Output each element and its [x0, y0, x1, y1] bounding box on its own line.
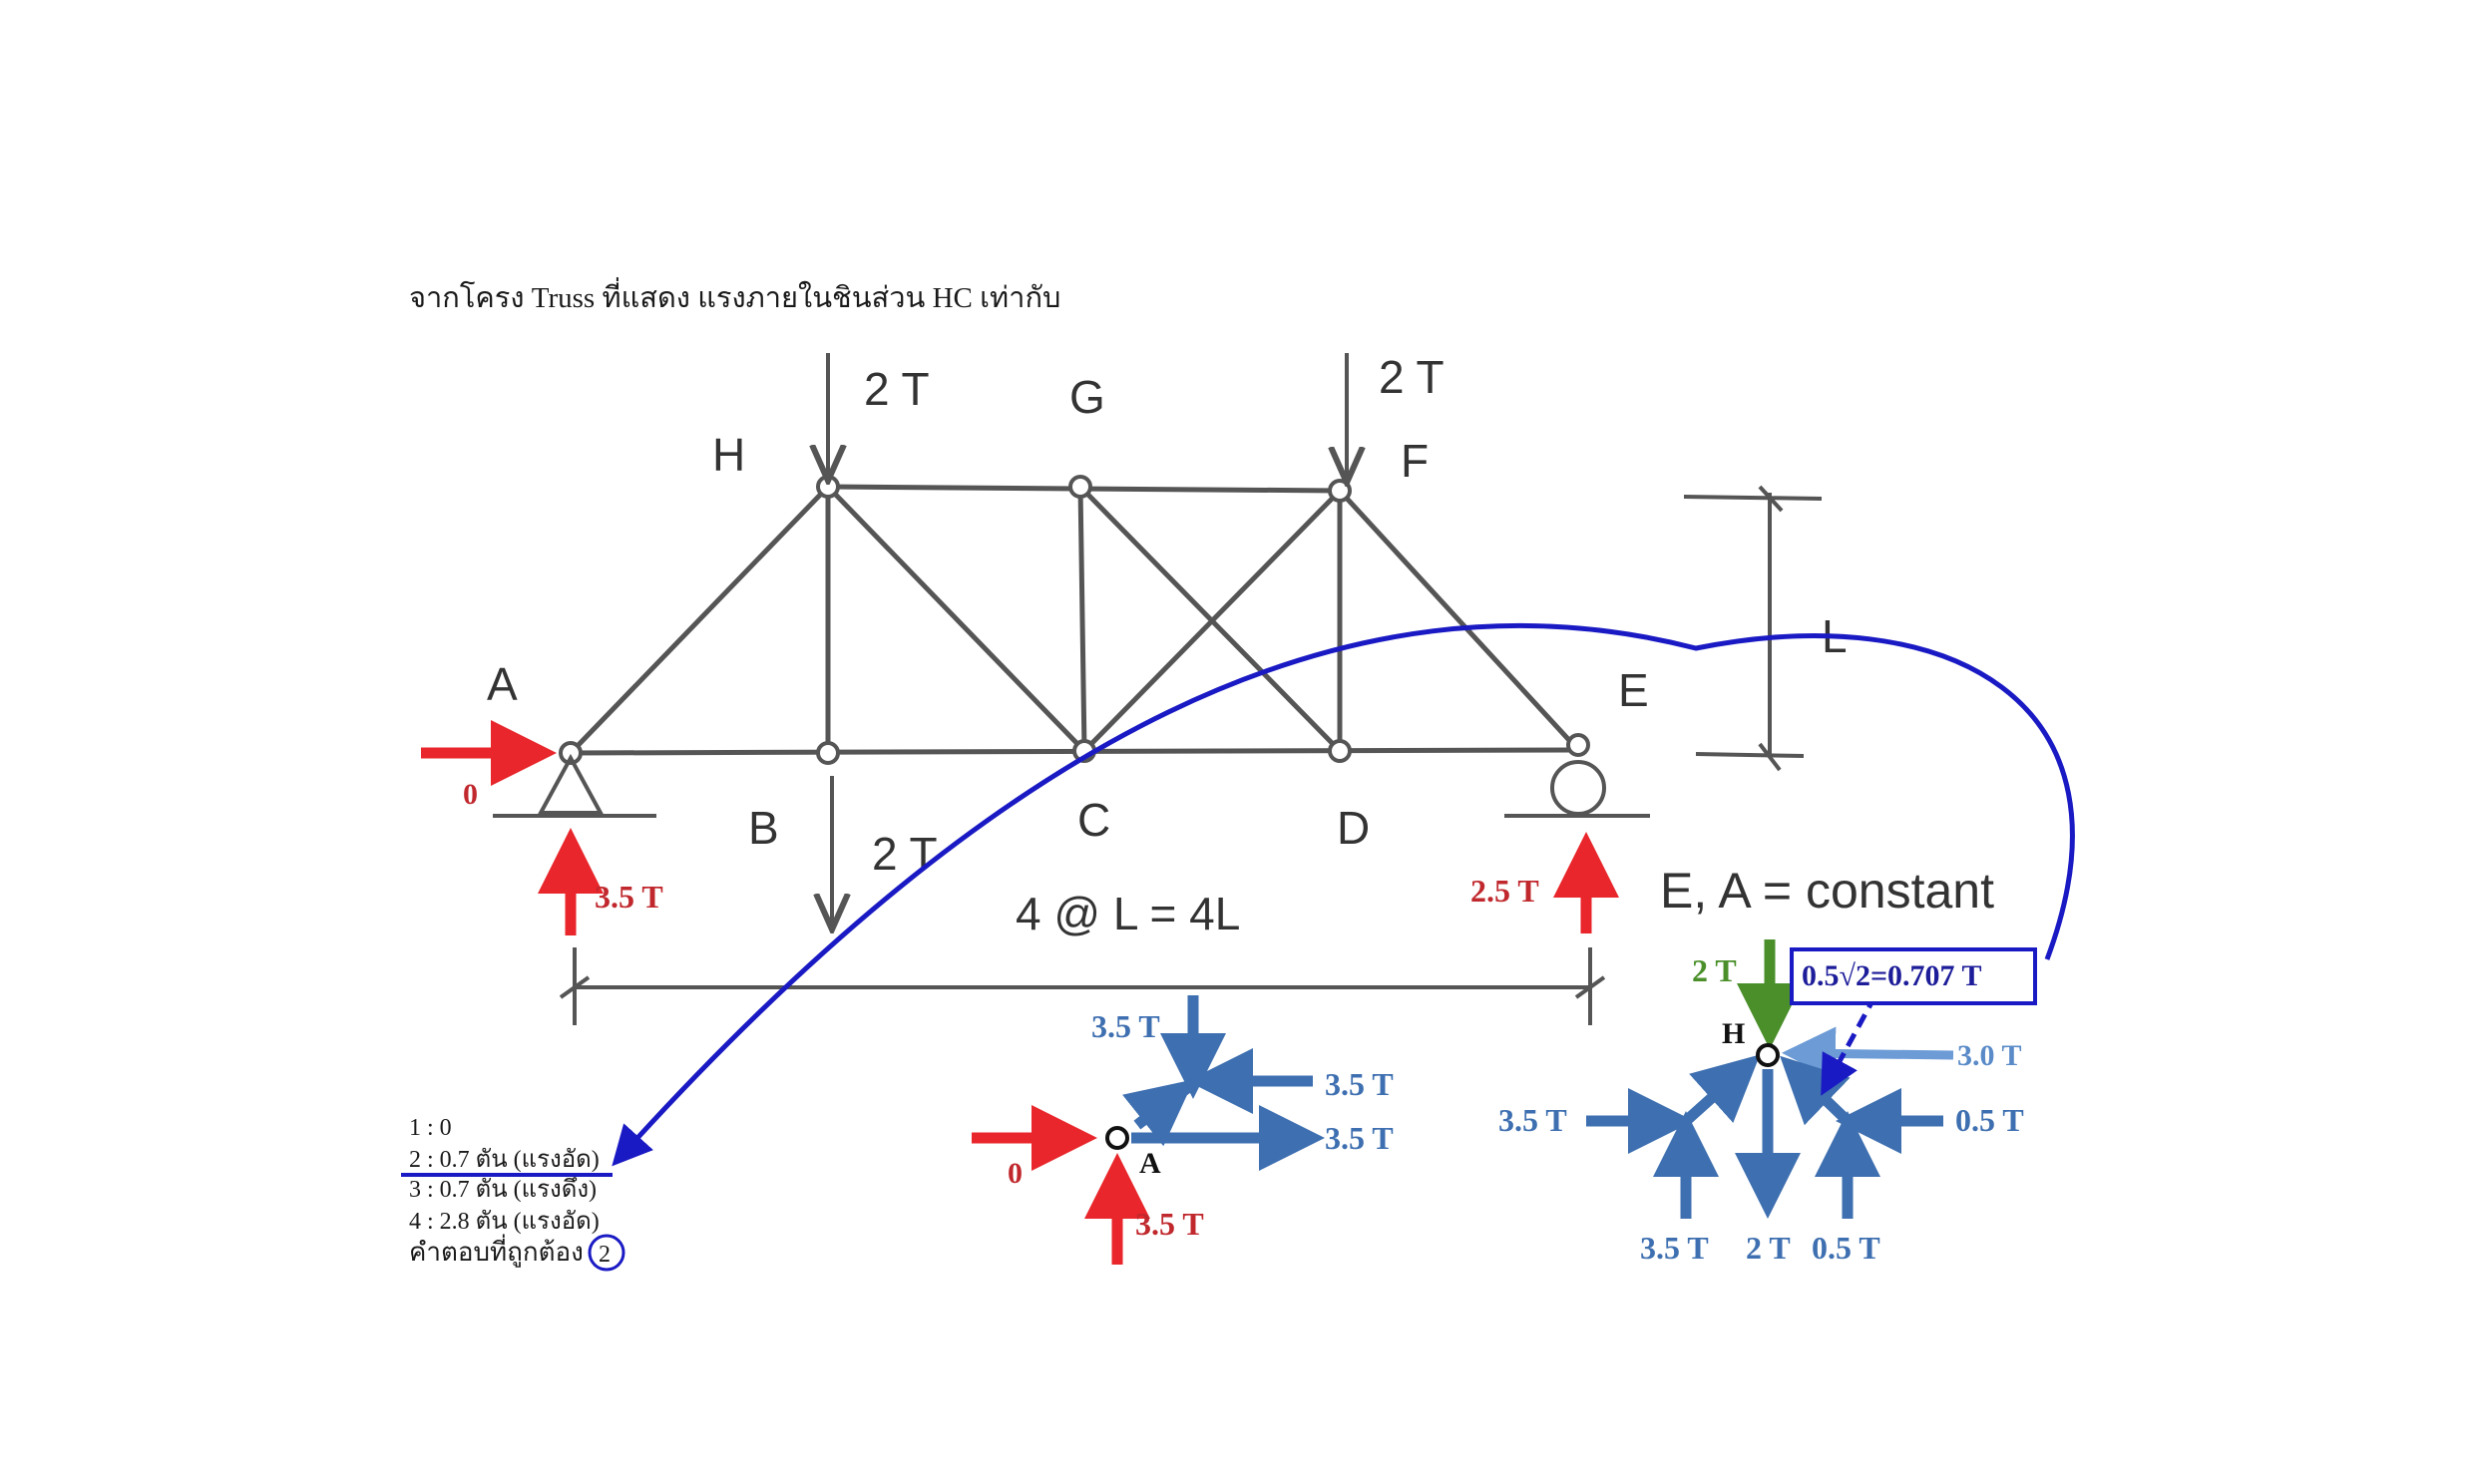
fbd-H-bottom-right-label: 0.5 T — [1812, 1230, 1880, 1266]
answer-circle — [588, 1234, 625, 1272]
question-text: จากโครง Truss ที่แสดง แรงภายในชินส่วน HC… — [409, 277, 1060, 314]
member-FE — [1337, 488, 1581, 753]
member-HC — [825, 484, 1087, 754]
pin-support — [493, 753, 656, 818]
fbd-A-f3-label: 3.5 T — [1325, 1120, 1394, 1156]
choice-1: 1 : 0 — [409, 1115, 452, 1141]
pointer-curve — [612, 622, 2075, 1167]
fbd-H-bottom-mid-label: 2 T — [1746, 1230, 1791, 1266]
fbd-A-joint — [1105, 1126, 1129, 1150]
choice-2: 2 : 0.7 ตัน (แรงอัด) — [409, 1147, 600, 1173]
node-label-A: A — [487, 658, 518, 710]
fbd-H-right-diagonal — [1780, 1055, 1852, 1126]
fbd-joint-A: A 3.5 T 3.5 T 3.5 T 0 3.5 T — [972, 995, 1394, 1265]
member-CF — [1081, 488, 1343, 754]
fbd-joint-H: H 2 T 0.5√2=0.707 T 3.0 T 0.5 T 3.5 T 3.… — [1498, 939, 2037, 1266]
fbd-H-result-pointer — [1821, 993, 1878, 1096]
joint-F — [1328, 479, 1352, 503]
joint-A — [559, 741, 583, 765]
span-label: 4 @ L = 4L — [1016, 888, 1240, 939]
member-GC — [1077, 484, 1087, 754]
joints — [559, 475, 1590, 765]
load-B-label: 2 T — [872, 828, 938, 880]
fbd-H-joint — [1756, 1043, 1780, 1067]
load-F-label: 2 T — [1379, 351, 1445, 403]
fbd-H-result-label: 0.5√2=0.707 T — [1802, 959, 1982, 992]
reaction-A-horizontal-label: 0 — [463, 778, 478, 811]
fbd-A-node-label: A — [1139, 1147, 1161, 1180]
node-label-C: C — [1077, 794, 1110, 846]
fbd-H-result-box — [1790, 947, 2037, 1005]
joint-E — [1566, 733, 1590, 757]
joint-H — [816, 475, 840, 499]
applied-loads — [828, 353, 1347, 926]
truss-members — [568, 484, 1581, 756]
node-label-G: G — [1069, 371, 1105, 423]
fbd-H-left-label: 3.5 T — [1498, 1102, 1567, 1138]
roller-support — [1504, 760, 1650, 818]
member-AH — [568, 484, 831, 756]
fbd-H-load-label: 2 T — [1692, 952, 1737, 988]
fbd-H-right-bottom-label: 0.5 T — [1955, 1102, 2024, 1138]
load-H-label: 2 T — [864, 363, 930, 415]
reaction-E-vertical-label: 2.5 T — [1470, 873, 1539, 909]
joint-D — [1328, 739, 1352, 763]
node-label-D: D — [1337, 802, 1370, 854]
material-label: E, A = constant — [1660, 863, 1994, 919]
fbd-H-node-label: H — [1722, 1017, 1745, 1050]
node-label-B: B — [748, 802, 779, 854]
span-dimension — [559, 947, 1606, 1025]
choice-4: 4 : 2.8 ตัน (แรงอัด) — [409, 1209, 600, 1235]
height-dimension — [1683, 485, 1823, 772]
fbd-H-left-diagonal — [1682, 1054, 1761, 1126]
fbd-H-right-top-arrow — [1782, 1026, 1954, 1081]
choice-3: 3 : 0.7 ตัน (แรงดึง) — [409, 1177, 597, 1203]
fbd-A-ry-label: 3.5 T — [1135, 1206, 1204, 1242]
fbd-A-rx-label: 0 — [1008, 1157, 1023, 1190]
joint-B — [816, 741, 840, 765]
fbd-A-f2-label: 3.5 T — [1325, 1066, 1394, 1102]
node-label-E: E — [1618, 664, 1649, 716]
node-label-H: H — [712, 429, 745, 481]
fbd-A-f1-label: 3.5 T — [1091, 1008, 1160, 1044]
joint-G — [1068, 475, 1092, 499]
answer-choices: 1 : 0 2 : 0.7 ตัน (แรงอัด) 3 : 0.7 ตัน (… — [401, 1115, 625, 1272]
fbd-A-force-diagonal-tail — [1133, 1076, 1201, 1130]
answer-label: คำตอบที่ถูกต้อง — [409, 1234, 584, 1268]
node-label-F: F — [1401, 435, 1429, 487]
reaction-A-vertical-label: 3.5 T — [595, 879, 663, 915]
member-GD — [1077, 484, 1343, 754]
fbd-H-bottom-left-label: 3.5 T — [1640, 1230, 1709, 1266]
reactions — [421, 720, 1619, 935]
fbd-H-right-top-label: 3.0 T — [1957, 1039, 2021, 1072]
answer-value: 2 — [599, 1242, 611, 1268]
